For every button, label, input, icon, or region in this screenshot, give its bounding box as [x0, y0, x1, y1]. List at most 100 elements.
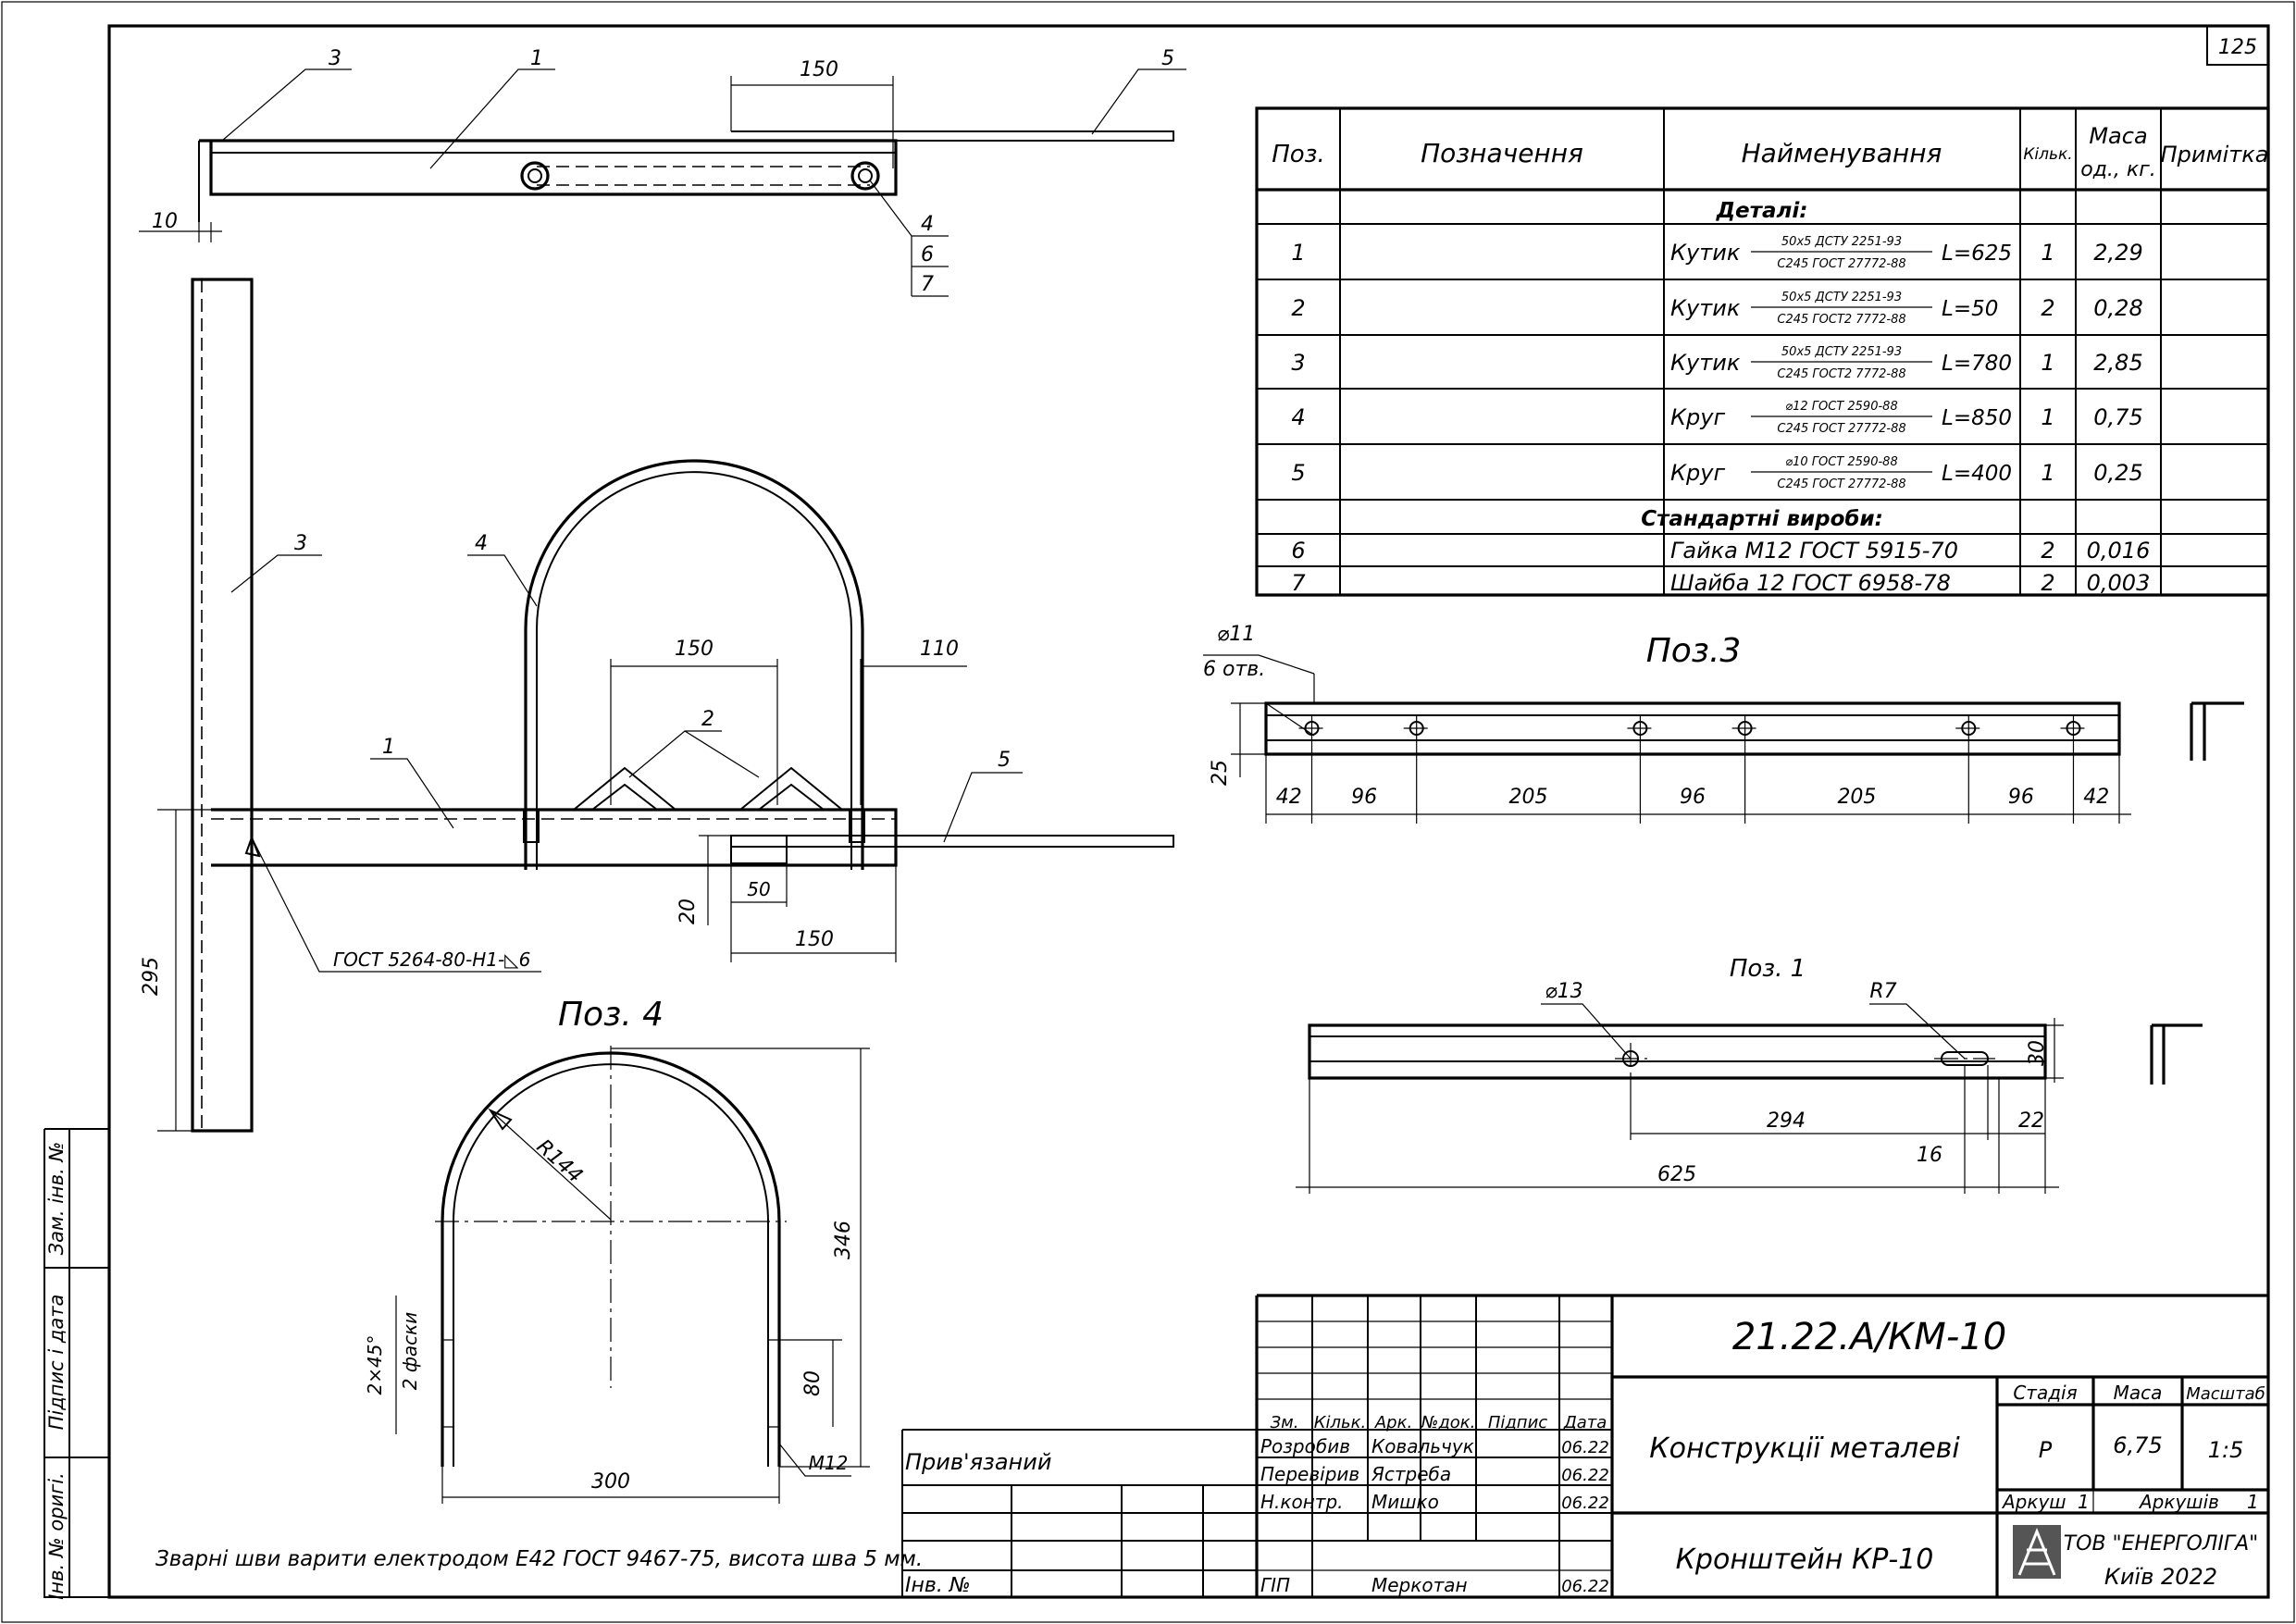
front-dim-50: 50: [747, 878, 770, 900]
tb-name-gip: Меркотан: [1371, 1574, 1468, 1596]
tb-mass-label: Маса: [2114, 1382, 2163, 1404]
row-spec-num: ⌀10 ГОСТ 2590-88: [1785, 455, 1897, 469]
std-row-pos: 6: [1291, 538, 1305, 564]
tb-stage: Р: [2039, 1437, 2053, 1463]
pos4-width: 300: [591, 1470, 630, 1494]
std-row-name: Шайба 12 ГОСТ 6958-78: [1670, 570, 1951, 596]
row-qty: 1: [2041, 460, 2054, 486]
front-weld-note: ГОСТ 5264-80-Н1-◺6: [333, 948, 530, 971]
pos4-leg: 80: [801, 1370, 825, 1396]
section-standard: Стандартні вироби:: [1641, 507, 1883, 531]
tb-name-checker: Ястреба: [1371, 1463, 1451, 1485]
front-dim-295: 295: [140, 957, 163, 996]
pos4-height: 346: [832, 1221, 855, 1259]
top-leader-7: 7: [921, 273, 934, 296]
std-row-qty: 2: [2041, 570, 2054, 596]
top-leader-1: 1: [530, 47, 543, 70]
top-dim-150: 150: [800, 58, 838, 81]
std-row-mass: 0,016: [2087, 538, 2151, 564]
front-dim-150-top: 150: [675, 638, 714, 661]
row-pos: 5: [1291, 460, 1305, 486]
tb-mass: 6,75: [2113, 1432, 2162, 1458]
row-mass: 2,29: [2093, 240, 2142, 266]
tb-stage-label: Стадія: [2013, 1382, 2077, 1404]
front-dim-110: 110: [920, 638, 959, 661]
row-name: Кутик: [1670, 295, 1741, 321]
front-leader-3: 3: [294, 532, 307, 555]
pos3-holes-count: 6 отв.: [1203, 658, 1265, 681]
pos3-dim: 96: [2008, 786, 2034, 809]
tb-role-gip: ГІП: [1260, 1574, 1290, 1596]
row-spec-den: С245 ГОСТ 27772-88: [1777, 257, 1905, 271]
front-dim-20: 20: [676, 899, 700, 924]
pos4-view: Поз. 4 R144 346 80 300 2×45° 2 фаски М12: [364, 996, 870, 1504]
row-spec-num: 50x5 ДСТУ 2251-93: [1781, 291, 1902, 304]
tb-sheet: 1: [2078, 1491, 2090, 1513]
top-leader-4: 4: [921, 213, 934, 236]
tb-scale: 1:5: [2208, 1437, 2244, 1463]
top-leader-6: 6: [921, 243, 934, 267]
pos3-dim: 205: [1837, 786, 1876, 809]
th-name: Найменування: [1742, 138, 1942, 168]
row-pos: 3: [1291, 350, 1305, 376]
tb-date-normcontrol: 06.22: [1561, 1494, 1609, 1513]
tb-sheets: 1: [2247, 1491, 2259, 1513]
pos4-thread: М12: [809, 1452, 849, 1474]
row-length: L=780: [1942, 352, 2012, 376]
pos3-dim: 42: [2083, 786, 2109, 809]
row-pos: 1: [1291, 240, 1305, 266]
side-stamp: Інв. № оригі. Підпис і дата Зам. інв. №: [43, 1128, 109, 1600]
tb-hdr-qty: Кільк.: [1314, 1413, 1367, 1432]
tb-title: Кронштейн КР-10: [1676, 1543, 1934, 1576]
spec-table: Поз. Позначення Найменування Кільк. Маса…: [1255, 106, 2270, 597]
inner-frame: [107, 24, 2270, 1599]
tb-hdr-date: Дата: [1563, 1413, 1607, 1432]
row-qty: 1: [2041, 350, 2054, 376]
pos1-title: Поз. 1: [1730, 955, 1806, 983]
tb-name-developer: Ковальчук: [1371, 1435, 1474, 1457]
tb-hdr-doc: №док.: [1421, 1413, 1476, 1432]
pos1-d294: 294: [1767, 1110, 1806, 1133]
row-spec-den: С245 ГОСТ 27772-88: [1777, 477, 1905, 491]
tb-code: 21.22.А/КМ-10: [1732, 1316, 2006, 1358]
pos1-hole: ⌀13: [1545, 980, 1582, 1003]
pos3-dim: 42: [1276, 786, 1302, 809]
tb-sheets-label: Аркушів: [2138, 1491, 2219, 1513]
pos1-view: Поз. 1 ⌀13 R7 30 294 22 16 625: [1296, 955, 2203, 1194]
th-note: Примітка: [2161, 142, 2269, 167]
pos1-height: 30: [2026, 1040, 2049, 1066]
tb-role-normcontrol: Н.контр.: [1260, 1491, 1344, 1513]
th-designation: Позначення: [1421, 138, 1583, 168]
pos4-title: Поз. 4: [558, 996, 664, 1034]
row-spec-den: С245 ГОСТ2 7772-88: [1777, 313, 1905, 327]
tb-construction: Конструкції металеві: [1649, 1432, 1960, 1465]
top-dim-10: 10: [152, 210, 178, 233]
front-leader-1: 1: [382, 736, 395, 759]
stamp-sign-date: Підпис і дата: [45, 1295, 68, 1431]
row-length: L=850: [1942, 406, 2012, 430]
top-leader-5: 5: [1161, 47, 1174, 70]
tb-name-normcontrol: Мишко: [1371, 1491, 1439, 1513]
row-spec-den: С245 ГОСТ2 7772-88: [1777, 367, 1905, 381]
row-length: L=400: [1942, 462, 2012, 486]
row-spec-num: 50x5 ДСТУ 2251-93: [1781, 345, 1902, 359]
pos4-chamfer: 2×45°: [364, 1335, 386, 1395]
front-leader-2: 2: [701, 708, 714, 731]
sheet-number: 125: [2218, 36, 2257, 59]
tb-hdr-zm: Зм.: [1271, 1413, 1299, 1432]
tb-role-checker: Перевірив: [1260, 1463, 1359, 1485]
tb-company: ТОВ "ЕНЕРГОЛІГА": [2064, 1532, 2259, 1556]
row-length: L=50: [1942, 297, 1998, 321]
std-row-pos: 7: [1291, 570, 1306, 596]
stamp-replace-inv: Зам. інв. №: [45, 1142, 68, 1256]
tb-date-developer: 06.22: [1561, 1438, 1609, 1457]
pos1-slot: R7: [1869, 980, 1896, 1003]
pos1-d16: 16: [1917, 1144, 1942, 1167]
pos3-hole: ⌀11: [1217, 623, 1255, 646]
tb-city: Київ 2022: [2104, 1564, 2217, 1590]
front-view: 150 110 295 20 50 150 3 4 1 2 5 ГОСТ 526…: [140, 278, 1174, 1133]
th-pos: Поз.: [1272, 141, 1325, 168]
company-logo: [2013, 1525, 2061, 1579]
